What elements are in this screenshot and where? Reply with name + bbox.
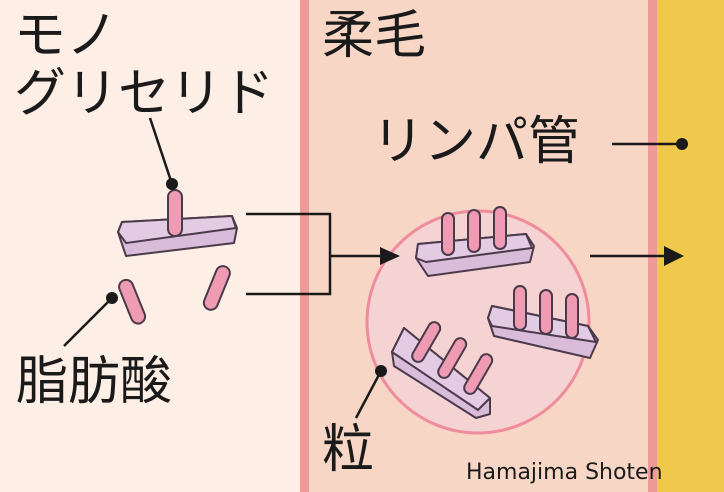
absorption-bracket-arrow — [246, 212, 400, 296]
villus-left-border — [300, 0, 309, 492]
particle-label: 粒 — [322, 420, 375, 480]
lymph-vessel-region — [657, 0, 724, 492]
monoglyceride-molecule — [117, 189, 238, 257]
lymph-vessel-leader — [612, 138, 688, 150]
fatty-acid-label: 脂肪酸 — [16, 352, 173, 412]
publisher-credit: Hamajima Shoten — [466, 460, 663, 485]
particle-molecule-1 — [415, 206, 535, 277]
villus-label: 柔毛 — [322, 6, 427, 66]
particle-molecule-2 — [487, 285, 599, 359]
monoglyceride-label-line1: モノ — [14, 6, 119, 66]
fatty-acid-rods — [118, 265, 231, 325]
lymph-vessel-label: リンパ管 — [372, 112, 581, 172]
monoglyceride-leader — [148, 117, 178, 190]
fatty-acid-leader — [63, 292, 118, 347]
villus-right-border — [648, 0, 657, 492]
to-lymph-arrow — [590, 246, 684, 266]
particle-molecule-3 — [391, 321, 494, 419]
monoglyceride-label-line2: グリセリド — [14, 64, 275, 124]
particle-leader — [354, 365, 387, 419]
